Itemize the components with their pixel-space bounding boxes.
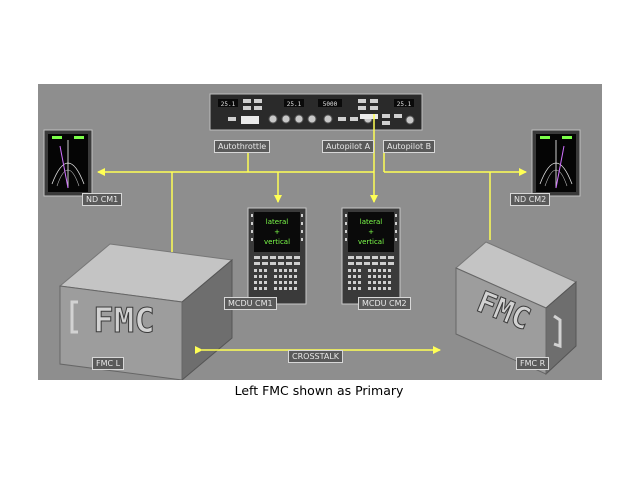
autothrottle-label: Autothrottle (214, 140, 271, 153)
mcp-readout-1: 25.1 (221, 101, 236, 108)
mcdu-cm2-unit: lateral + vertical (341, 207, 401, 305)
fmc-right-box: FMC (455, 241, 577, 376)
mcdu-cm1-label: MCDU CM1 (224, 297, 277, 310)
avionics-diagram: 25.1 25.1 5000 25.1 (38, 84, 602, 380)
mcp-readout-2: 25.1 (287, 101, 302, 108)
mcp-readout-4: 25.1 (397, 101, 412, 108)
nd-cm2-label: ND CM2 (510, 193, 551, 206)
mcdu-cm2-screen-line1: lateral (360, 218, 382, 226)
diagram-canvas: 25.1 25.1 5000 25.1 (43, 93, 581, 380)
fmc-l-label: FMC L (92, 357, 125, 370)
mcdu-cm1-screen-line2: + (274, 228, 280, 236)
mcdu-cm2-label: MCDU CM2 (358, 297, 411, 310)
fmc-left-logo: FMC (93, 301, 154, 341)
mcdu-cm1-unit: lateral + vertical (247, 207, 307, 305)
autopilot-b-label: Autopilot B (383, 140, 436, 153)
mode-control-panel: 25.1 25.1 5000 25.1 (209, 93, 423, 131)
mcdu-cm2-screen-line2: + (368, 228, 374, 236)
figure-caption: Left FMC shown as Primary (234, 383, 404, 398)
crosstalk-label: CROSSTALK (288, 350, 344, 363)
mcdu-cm2-screen-line3: vertical (358, 238, 384, 246)
mcp-readout-3: 5000 (323, 101, 338, 108)
nd-cm2-display (531, 129, 581, 197)
fmc-r-label: FMC R (516, 357, 550, 370)
nd-cm1-label: ND CM1 (82, 193, 123, 206)
mcdu-cm1-screen-line1: lateral (266, 218, 288, 226)
bus-lines (97, 114, 527, 354)
mcdu-cm1-screen-line3: vertical (264, 238, 290, 246)
autopilot-a-label: Autopilot A (322, 140, 375, 153)
nd-cm1-display (43, 129, 93, 197)
fmc-left-box: FMC (58, 243, 234, 380)
